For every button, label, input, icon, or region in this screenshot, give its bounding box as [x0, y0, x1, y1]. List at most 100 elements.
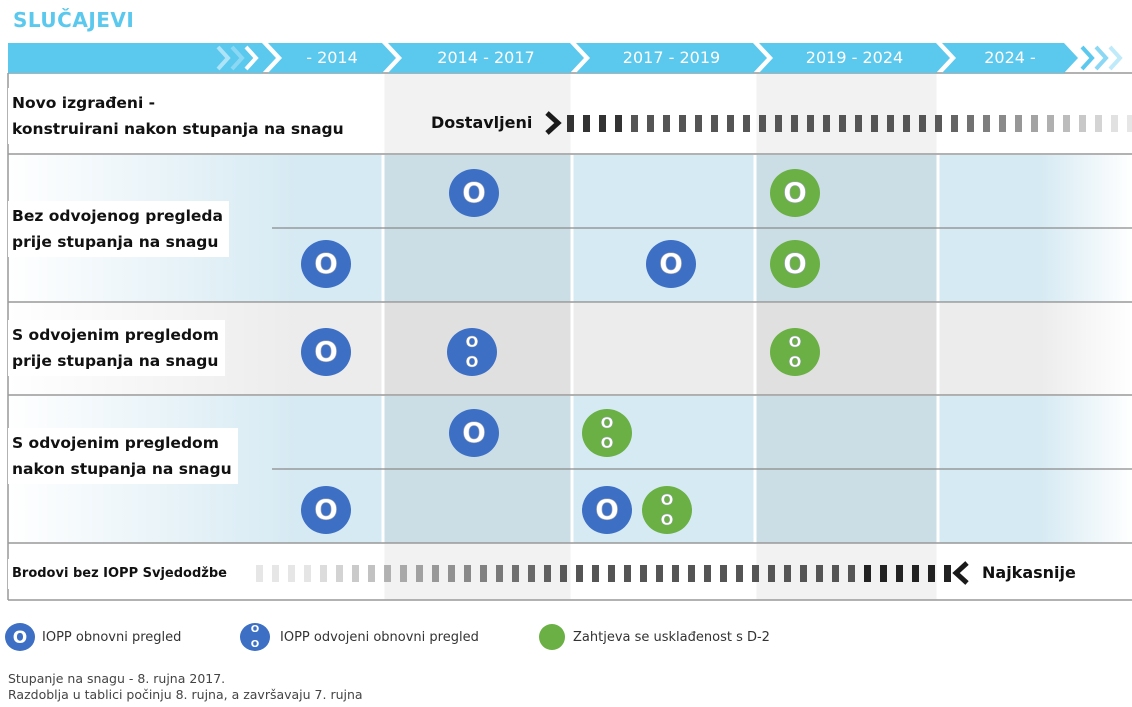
no-certificate-dash: [928, 565, 935, 582]
svg-text:O: O: [789, 353, 802, 371]
header-chevron-2: [388, 43, 584, 73]
delivered-dash: [711, 115, 718, 132]
no-certificate-dash: [736, 565, 743, 582]
row-label-separate-before: S odvojenim pregledom prije stupanja na …: [8, 320, 225, 376]
delivered-dash: [631, 115, 638, 132]
period-header-2: 2014 - 2017: [437, 48, 535, 67]
svg-text:O: O: [314, 493, 338, 526]
no-certificate-dash: [944, 565, 951, 582]
no-certificate-dash: [672, 565, 679, 582]
no-certificate-dash: [720, 565, 727, 582]
no-certificate-dash: [352, 565, 359, 582]
header-chevron-4: [759, 43, 950, 73]
header-chevron-3: [576, 43, 767, 73]
no-certificate-dash: [880, 565, 887, 582]
delivered-dash: [887, 115, 894, 132]
delivered-dash: [855, 115, 862, 132]
separate-renewal-icon: OO: [642, 486, 692, 534]
delivered-dash: [663, 115, 670, 132]
footnote-line-2: Razdoblja u tablici počinju 8. rujna, a …: [8, 687, 363, 702]
no-certificate-dash: [400, 565, 407, 582]
svg-text:O: O: [466, 353, 479, 371]
header-arrow-c: [244, 45, 259, 71]
header-bar: [8, 43, 1123, 73]
svg-text:O: O: [783, 176, 807, 209]
no-certificate-dash: [368, 565, 375, 582]
svg-text:O: O: [659, 247, 683, 280]
separate-renewal-icon: OO: [447, 328, 497, 376]
renewal-icon: O: [449, 409, 499, 457]
delivered-label: Dostavljeni: [431, 113, 533, 132]
no-certificate-dash: [688, 565, 695, 582]
delivered-dash: [1111, 115, 1118, 132]
header-chevron-1: [268, 43, 396, 73]
delivered-dash: [583, 115, 590, 132]
row-label-new-built: Novo izgrađeni - konstruirani nakon stup…: [8, 88, 350, 144]
no-certificate-dash: [416, 565, 423, 582]
latest-label: Najkasnije: [982, 563, 1076, 582]
no-certificate-dash: [256, 565, 263, 582]
delivered-dash: [1031, 115, 1038, 132]
header-arrow-d: [1080, 45, 1095, 71]
delivered-dash: [1095, 115, 1102, 132]
svg-text:O: O: [462, 416, 486, 449]
delivered-dash: [759, 115, 766, 132]
delivered-dash: [935, 115, 942, 132]
no-certificate-dash: [912, 565, 919, 582]
delivered-dash: [775, 115, 782, 132]
legend-renewal-icon: O: [5, 623, 35, 651]
delivered-dash: [823, 115, 830, 132]
no-certificate-dash: [288, 565, 295, 582]
svg-text:O: O: [595, 493, 619, 526]
renewal-icon: O: [449, 169, 499, 217]
header-arrow-e: [1094, 45, 1109, 71]
svg-text:O: O: [783, 247, 807, 280]
legend-separate-renewal-icon: OO: [240, 623, 270, 651]
row-label-separate-after: S odvojenim pregledom nakon stupanja na …: [8, 428, 238, 484]
no-certificate-dash: [496, 565, 503, 582]
svg-text:O: O: [314, 335, 338, 368]
diagram-title: SLUČAJEVI: [13, 8, 135, 32]
renewal-icon: O: [646, 240, 696, 288]
delivered-dash: [727, 115, 734, 132]
no-certificate-dash: [384, 565, 391, 582]
no-certificate-dash: [624, 565, 631, 582]
no-certificate-dash: [896, 565, 903, 582]
no-certificate-dash: [800, 565, 807, 582]
legend-d2-icon: [539, 624, 565, 650]
fade-right: [1040, 73, 1132, 600]
no-certificate-dash: [768, 565, 775, 582]
svg-text:O: O: [462, 176, 486, 209]
no-certificate-dash: [432, 565, 439, 582]
delivered-dash: [1127, 115, 1132, 132]
renewal-icon: O: [582, 486, 632, 534]
delivered-dash: [743, 115, 750, 132]
no-certificate-dash: [320, 565, 327, 582]
delivered-dash: [871, 115, 878, 132]
delivered-dash: [1079, 115, 1086, 132]
svg-text:O: O: [661, 511, 674, 529]
no-certificate-dash: [576, 565, 583, 582]
delivered-dash: [839, 115, 846, 132]
period-header-3: 2017 - 2019: [622, 48, 721, 67]
no-certificate-dash: [784, 565, 791, 582]
row-label-no-certificate: Brodovi bez IOPP Svjedodžbe: [8, 559, 233, 589]
delivered-dash: [679, 115, 686, 132]
delivered-dash: [967, 115, 974, 132]
period-header-1: - 2014: [306, 48, 358, 67]
no-certificate-dash: [592, 565, 599, 582]
no-certificate-dash: [560, 565, 567, 582]
no-certificate-dash: [464, 565, 471, 582]
svg-text:O: O: [789, 333, 802, 351]
no-certificate-dash: [336, 565, 343, 582]
period-header-5: 2024 -: [984, 48, 1036, 67]
delivered-dash: [1015, 115, 1022, 132]
legend-renewal-label: IOPP obnovni pregled: [42, 630, 182, 645]
delivered-dash: [1063, 115, 1070, 132]
header-arrow-f: [1108, 45, 1123, 71]
no-certificate-dash: [656, 565, 663, 582]
svg-text:O: O: [314, 247, 338, 280]
renewal-icon: O: [301, 240, 351, 288]
